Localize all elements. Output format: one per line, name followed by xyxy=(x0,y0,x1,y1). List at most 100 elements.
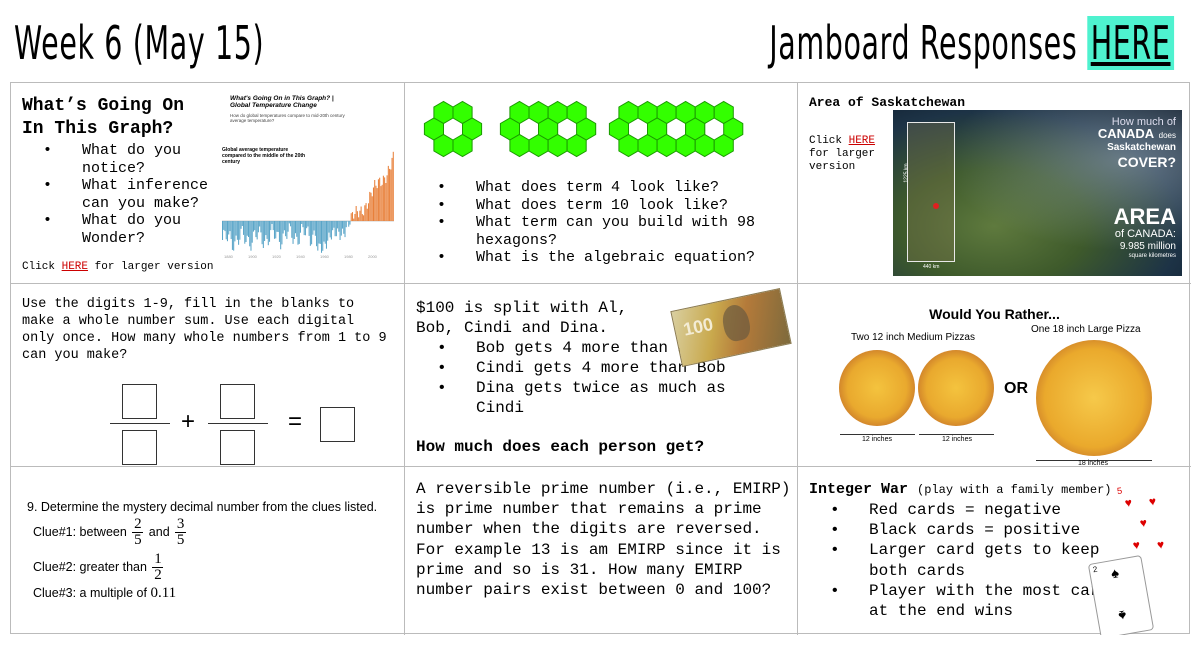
temperature-bar xyxy=(270,221,272,231)
temperature-bar xyxy=(267,221,269,246)
equals-sign: = xyxy=(288,408,303,435)
dim-line xyxy=(919,434,994,435)
hundred-dollar-bill-image: 100 xyxy=(670,287,792,368)
temperature-bar xyxy=(372,187,374,221)
temperature-bar xyxy=(298,221,300,244)
temperature-bar xyxy=(358,217,360,221)
clue-3: Clue#3: a multiple of 0.11 xyxy=(33,585,177,601)
temperature-bar xyxy=(245,221,247,242)
hexagon-shape xyxy=(618,133,639,158)
saskatchewan-map-image[interactable]: 1225 km 440 km How much of CANADA does S… xyxy=(893,110,1182,276)
thumb-title: What's Going On in This Graph? | Global … xyxy=(230,95,334,109)
temperature-bar xyxy=(290,221,292,227)
temperature-bar xyxy=(355,206,357,221)
heart-icon: ♥ xyxy=(1148,494,1158,510)
temperature-bar xyxy=(281,221,283,245)
temperature-bar xyxy=(239,221,241,240)
pizza-left-label: Two 12 inch Medium Pizzas xyxy=(851,332,975,343)
temperature-bar xyxy=(325,221,327,249)
temperature-bar xyxy=(230,221,232,239)
temperature-bar xyxy=(348,221,350,227)
blank-box[interactable] xyxy=(220,430,255,465)
temperature-bar xyxy=(349,221,351,225)
blank-box[interactable] xyxy=(220,384,255,419)
temperature-bar xyxy=(278,221,280,242)
hexagon-shape xyxy=(566,133,587,158)
temperature-bar xyxy=(338,221,340,232)
mystery-decimal-cell: 9. Determine the mystery decimal number … xyxy=(11,467,405,635)
map-height-label: 1225 km xyxy=(903,163,910,183)
temperature-bar xyxy=(282,221,284,234)
temperature-bar xyxy=(366,208,368,221)
saskatchewan-larger-note: Click HERE for larger version xyxy=(809,135,876,173)
temperature-bar xyxy=(364,205,366,221)
temperature-bar xyxy=(275,221,277,239)
temperature-bar xyxy=(262,221,264,248)
svg-text:1940: 1940 xyxy=(296,254,306,259)
saskatchewan-cell: Area of Saskatchewan Click HERE for larg… xyxy=(798,83,1191,284)
dim-large: 18 inches xyxy=(1078,460,1108,467)
temperature-bar xyxy=(377,179,379,221)
temperature-bar xyxy=(291,221,293,238)
temperature-bar xyxy=(360,206,362,221)
temperature-graph-thumbnail[interactable]: What's Going On in This Graph? | Global … xyxy=(218,93,398,263)
hexagon-shape xyxy=(656,133,677,158)
temperature-bar xyxy=(272,221,274,231)
temperature-bar xyxy=(229,221,231,232)
temperature-bar xyxy=(371,196,373,221)
integer-war-rules: Red cards = negative Black cards = posit… xyxy=(809,500,1129,621)
temperature-bar xyxy=(257,221,259,233)
temperature-bar xyxy=(304,221,306,236)
money-split-cell: $100 is split with Al,Bob, Cindi and Din… xyxy=(405,284,798,467)
pizza-title: Would You Rather... xyxy=(929,306,1060,322)
jamboard-here-link[interactable]: HERE xyxy=(1086,16,1174,70)
temperature-bar xyxy=(327,221,329,241)
temperature-bar xyxy=(266,221,268,239)
list-item: Red cards = negative xyxy=(809,500,1129,520)
temperature-bar xyxy=(254,221,256,231)
thumb-label: Global average temperature compared to t… xyxy=(222,147,306,165)
temperature-bar xyxy=(235,221,237,236)
temperature-bar xyxy=(389,168,391,221)
digit-puzzle-text: Use the digits 1-9, fill in the blanks t… xyxy=(22,297,387,363)
temperature-bar xyxy=(260,221,262,233)
temperature-bar xyxy=(236,221,238,240)
blank-box[interactable] xyxy=(122,384,157,419)
map-marker-icon xyxy=(933,203,939,209)
temperature-bar xyxy=(309,221,311,246)
temperature-bar xyxy=(250,221,252,251)
saskatchewan-here-link[interactable]: HERE xyxy=(848,135,876,147)
temperature-bar xyxy=(280,221,282,250)
temperature-bar xyxy=(225,221,227,240)
temperature-bar xyxy=(322,221,324,251)
pizza-medium-2-image xyxy=(918,350,994,426)
temperature-bar xyxy=(246,221,248,236)
temperature-bar xyxy=(301,221,303,224)
temperature-bar xyxy=(252,221,254,232)
digit-puzzle-cell: Use the digits 1-9, fill in the blanks t… xyxy=(11,284,405,467)
blank-box[interactable] xyxy=(122,430,157,465)
temperature-bar xyxy=(234,221,236,242)
temperature-bar xyxy=(288,221,290,224)
temperature-bar xyxy=(318,221,320,244)
temperature-bar xyxy=(354,214,356,221)
svg-text:1920: 1920 xyxy=(272,254,282,259)
blank-box[interactable] xyxy=(320,407,355,442)
graph-here-link[interactable]: HERE xyxy=(61,261,89,273)
saskatchewan-title: Area of Saskatchewan xyxy=(809,95,966,110)
temperature-bar xyxy=(259,221,261,227)
temperature-bar xyxy=(369,191,371,221)
temperature-bar xyxy=(313,221,315,231)
temperature-bar xyxy=(386,175,388,221)
temperature-bar xyxy=(261,221,263,245)
svg-text:1880: 1880 xyxy=(224,254,234,259)
list-item: Black cards = positive xyxy=(809,520,1129,540)
temperature-bar xyxy=(320,221,323,253)
list-item: What does term 10 look like? xyxy=(416,197,786,215)
bill-value: 100 xyxy=(681,313,715,340)
temperature-bar xyxy=(324,221,326,244)
temperature-bar xyxy=(342,221,344,229)
